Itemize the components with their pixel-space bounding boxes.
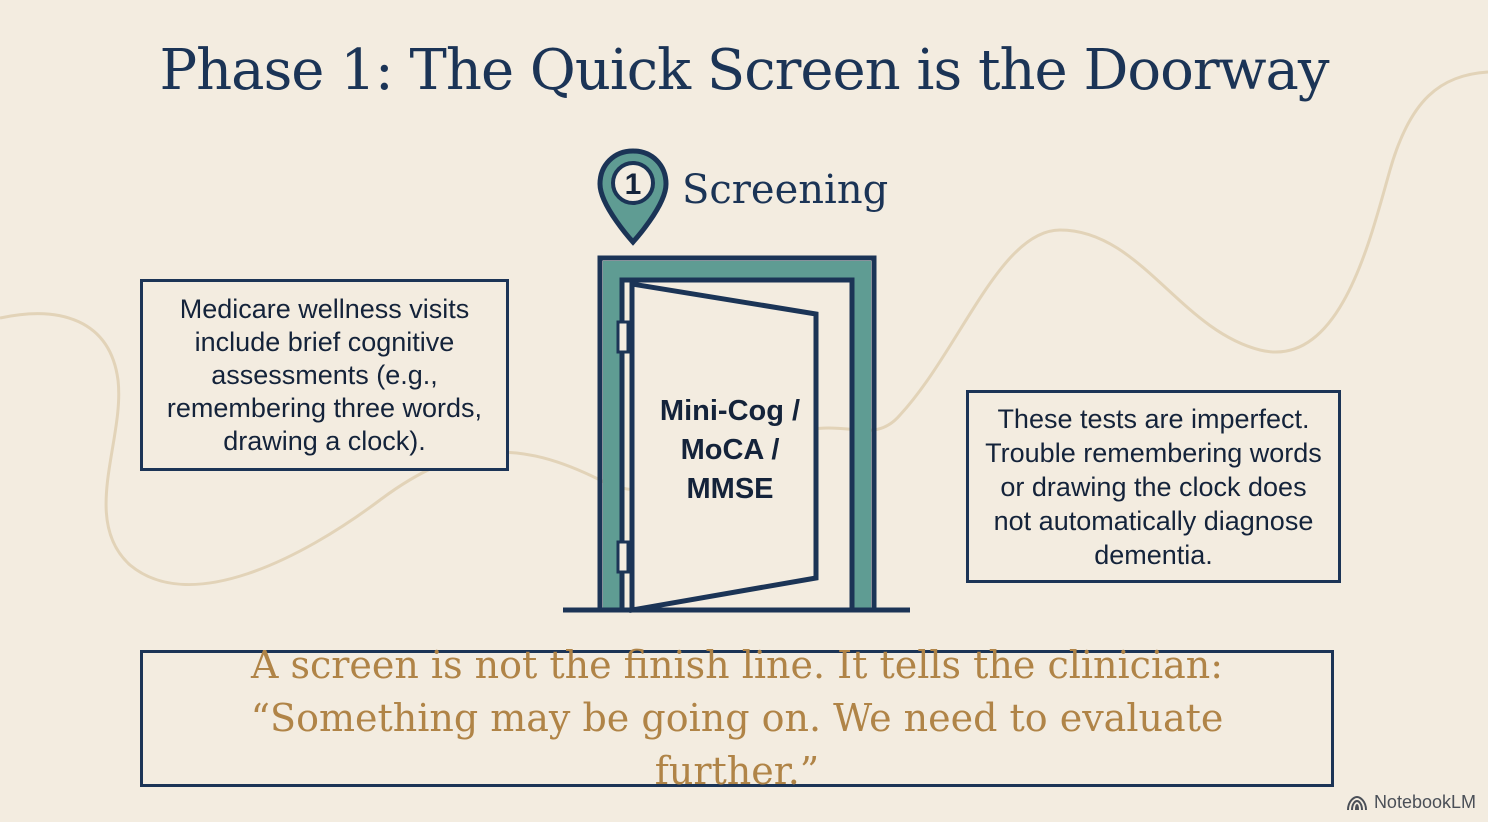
right-note-text: These tests are imperfect. Trouble remem… <box>985 403 1322 570</box>
quote-line: “Something may be going on. We need to e… <box>250 696 1224 793</box>
door-label-line: MMSE <box>686 473 774 505</box>
step-number: 1 <box>625 168 642 201</box>
map-pin-icon: 1 <box>597 148 669 246</box>
page-title: Phase 1: The Quick Screen is the Doorway <box>159 38 1329 103</box>
quote-box: A screen is not the finish line. It tell… <box>140 643 1334 793</box>
step-label: Screening <box>682 167 889 213</box>
door-label: Mini-Cog / MoCA / MMSE <box>650 392 810 509</box>
door-label-line: Mini-Cog / <box>659 395 801 427</box>
notebooklm-logo-icon <box>1346 795 1367 810</box>
door-label-line: MoCA / <box>680 434 780 466</box>
door-illustration <box>563 255 910 613</box>
notebooklm-branding: NotebookLM <box>1346 792 1476 813</box>
quote-line: A screen is not the finish line. It tell… <box>250 643 1224 687</box>
left-note-box: Medicare wellness visits include brief c… <box>140 279 509 471</box>
left-note-text: Medicare wellness visits include brief c… <box>166 293 483 456</box>
brand-label: NotebookLM <box>1373 792 1476 812</box>
right-note-box: These tests are imperfect. Trouble remem… <box>966 390 1341 583</box>
